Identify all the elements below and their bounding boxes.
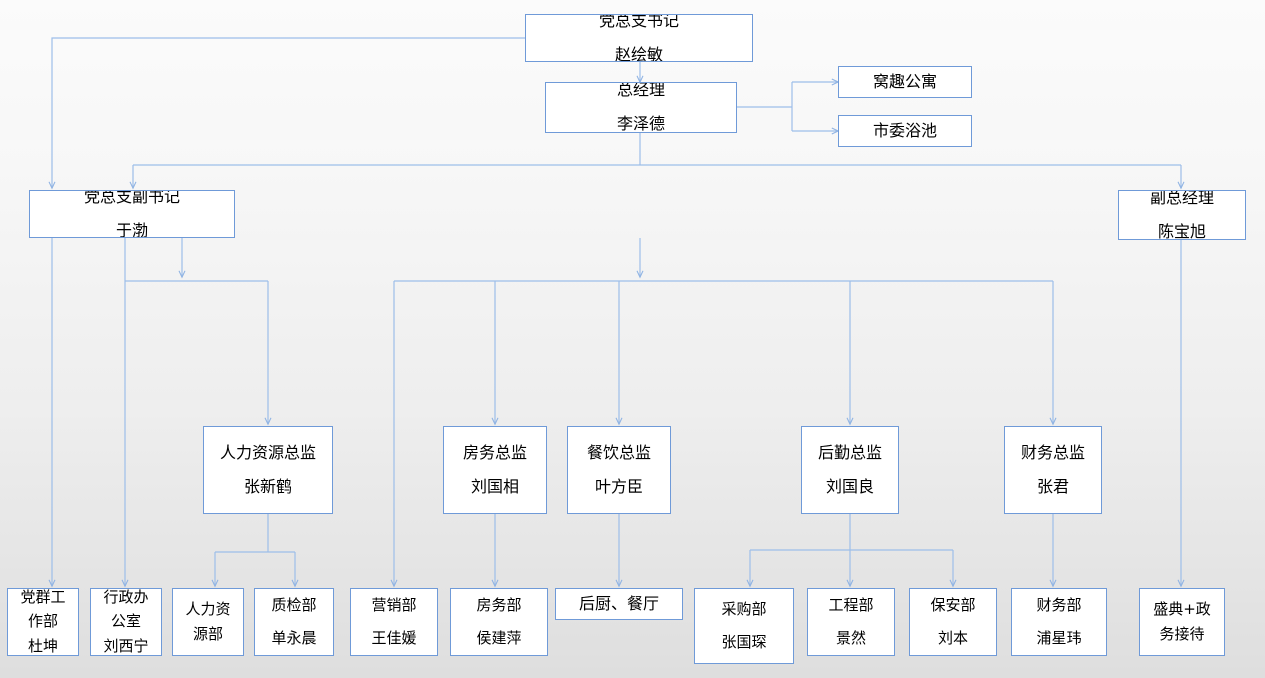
node-rooms-dept[interactable]: 房务部 侯建萍 bbox=[450, 588, 548, 656]
node-marketing-dept[interactable]: 营销部 王佳媛 bbox=[350, 588, 438, 656]
node-person: 于渤 bbox=[115, 220, 148, 238]
node-person: 刘本 bbox=[937, 628, 968, 647]
node-title: 党总支书记 bbox=[598, 14, 679, 30]
node-finance-dept[interactable]: 财务部 浦星玮 bbox=[1011, 588, 1107, 656]
node-person: 杜坤 bbox=[27, 636, 58, 655]
node-title: 采购部 bbox=[721, 600, 767, 619]
node-person: 赵绘敏 bbox=[614, 44, 663, 62]
node-qc-dept[interactable]: 质检部 单永晨 bbox=[254, 588, 334, 656]
node-person: 刘国良 bbox=[825, 476, 874, 496]
node-person: 张新鹤 bbox=[243, 476, 292, 496]
node-person: 陈宝旭 bbox=[1157, 221, 1206, 240]
node-title: 市委浴池 bbox=[872, 120, 937, 140]
node-person: 李泽德 bbox=[616, 114, 665, 133]
node-security-dept[interactable]: 保安部 刘本 bbox=[909, 588, 997, 656]
node-person: 景然 bbox=[835, 628, 866, 647]
node-title: 质检部 bbox=[271, 596, 317, 615]
node-title: 餐饮总监 bbox=[586, 442, 651, 462]
node-party-secretary[interactable]: 党总支书记 赵绘敏 bbox=[525, 14, 753, 62]
node-title-line1: 盛典+政 bbox=[1153, 600, 1211, 619]
node-title: 后勤总监 bbox=[817, 442, 882, 462]
node-person: 张君 bbox=[1036, 476, 1069, 496]
node-title: 副总经理 bbox=[1149, 190, 1214, 207]
node-kitchen-restaurant[interactable]: 后厨、餐厅 bbox=[555, 588, 683, 620]
node-ceremony-affairs[interactable]: 盛典+政 务接待 bbox=[1139, 588, 1225, 656]
node-purchasing-dept[interactable]: 采购部 张国琛 bbox=[694, 588, 794, 664]
node-logistics-director[interactable]: 后勤总监 刘国良 bbox=[801, 426, 899, 514]
node-finance-director[interactable]: 财务总监 张君 bbox=[1004, 426, 1102, 514]
node-wo-qu-apartment[interactable]: 窝趣公寓 bbox=[838, 66, 972, 98]
node-title: 房务部 bbox=[476, 596, 522, 615]
node-title: 保安部 bbox=[930, 596, 976, 615]
node-deputy-general-manager[interactable]: 副总经理 陈宝旭 bbox=[1118, 190, 1246, 240]
node-person: 侯建萍 bbox=[476, 628, 522, 647]
node-title: 党总支副书记 bbox=[83, 190, 180, 206]
node-title-line2: 务接待 bbox=[1159, 624, 1205, 643]
node-title: 财务部 bbox=[1036, 596, 1082, 615]
node-person: 刘国相 bbox=[470, 476, 519, 496]
node-title: 房务总监 bbox=[462, 442, 527, 462]
node-hr-dept[interactable]: 人力资 源部 bbox=[172, 588, 244, 656]
node-party-deputy-secretary[interactable]: 党总支副书记 于渤 bbox=[29, 190, 235, 238]
node-party-masses-dept[interactable]: 党群工 作部 杜坤 bbox=[7, 588, 79, 656]
node-title-line2: 公室 bbox=[110, 612, 141, 631]
node-engineering-dept[interactable]: 工程部 景然 bbox=[807, 588, 895, 656]
node-person: 单永晨 bbox=[271, 628, 317, 647]
node-title: 工程部 bbox=[828, 596, 874, 615]
node-title: 窝趣公寓 bbox=[872, 71, 937, 91]
node-title: 财务总监 bbox=[1020, 442, 1085, 462]
node-title: 后厨、餐厅 bbox=[578, 593, 659, 613]
node-title-line1: 行政办 bbox=[103, 588, 149, 607]
node-person: 刘西宁 bbox=[103, 636, 149, 655]
node-title-line2: 作部 bbox=[27, 612, 58, 631]
node-rooms-director[interactable]: 房务总监 刘国相 bbox=[443, 426, 547, 514]
node-person: 王佳媛 bbox=[371, 628, 417, 647]
node-title-line2: 源部 bbox=[192, 624, 223, 643]
node-fb-director[interactable]: 餐饮总监 叶方臣 bbox=[567, 426, 671, 514]
node-title-line1: 党群工 bbox=[20, 588, 66, 607]
node-admin-office[interactable]: 行政办 公室 刘西宁 bbox=[90, 588, 162, 656]
node-hr-director[interactable]: 人力资源总监 张新鹤 bbox=[203, 426, 333, 514]
node-person: 叶方臣 bbox=[594, 476, 643, 496]
node-person: 浦星玮 bbox=[1036, 628, 1082, 647]
node-general-manager[interactable]: 总经理 李泽德 bbox=[545, 82, 737, 133]
node-title: 营销部 bbox=[371, 596, 417, 615]
node-city-bathhouse[interactable]: 市委浴池 bbox=[838, 115, 972, 147]
node-person: 张国琛 bbox=[721, 632, 767, 651]
node-title: 总经理 bbox=[616, 82, 665, 100]
node-title-line1: 人力资 bbox=[185, 600, 231, 619]
node-title: 人力资源总监 bbox=[219, 442, 316, 462]
